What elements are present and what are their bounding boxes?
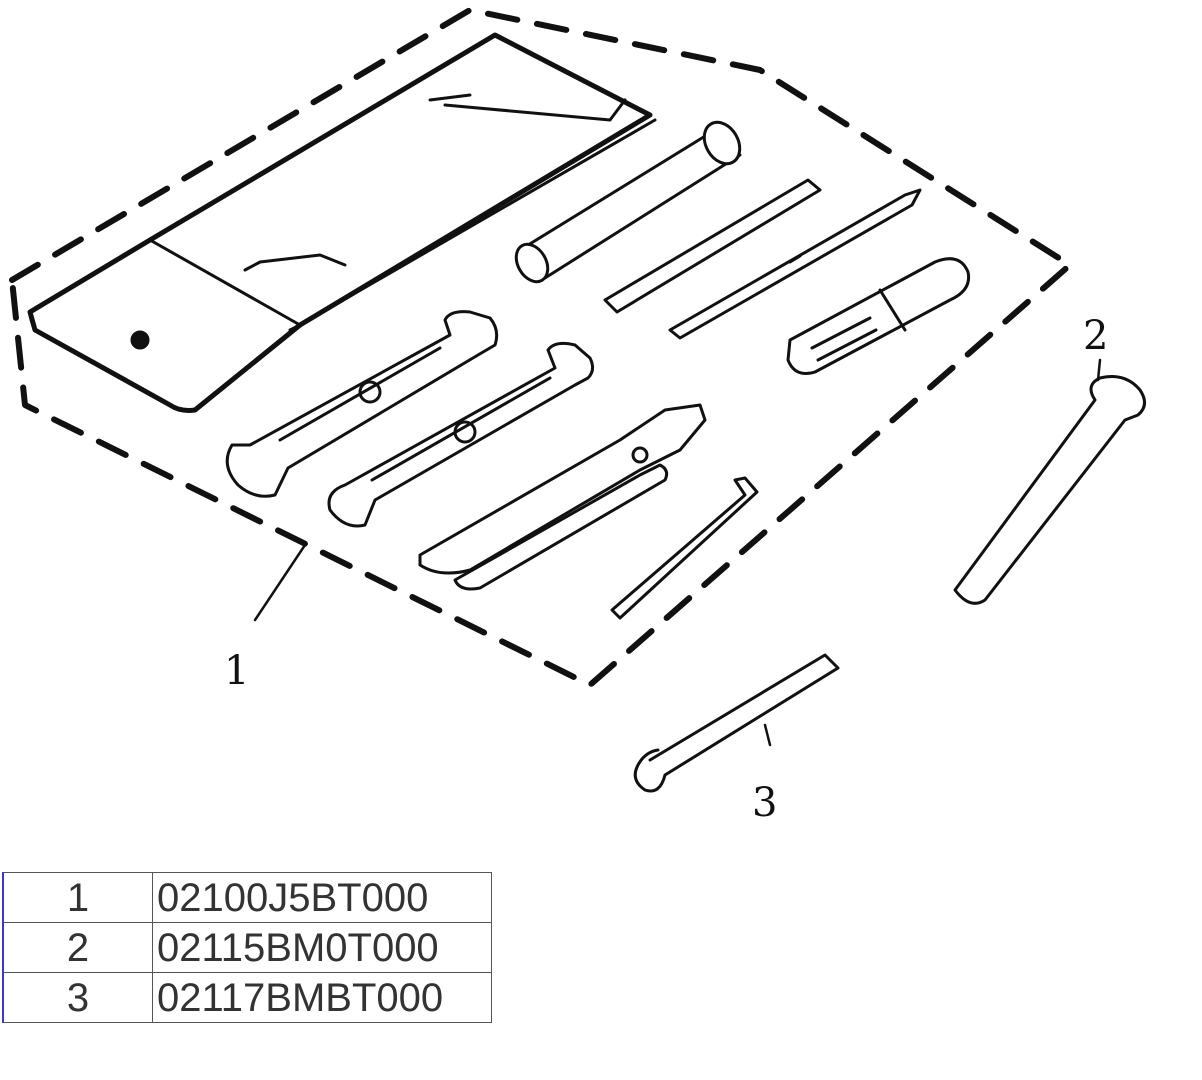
- table-row: 3 02117BMBT000: [2, 972, 492, 1023]
- tool-kit-illustration: [9, 7, 1146, 793]
- part-code-cell: 02115BM0T000: [152, 922, 492, 973]
- pliers-icon: [418, 403, 707, 591]
- part-number-cell: 2: [2, 922, 153, 973]
- hex-key-icon: [610, 476, 759, 620]
- kit-boundary-dashed: [9, 7, 1073, 688]
- callout-2: 2: [1083, 313, 1109, 359]
- leader-line-1: [253, 543, 307, 622]
- part-number-cell: 1: [2, 872, 153, 923]
- callout-3: 3: [752, 780, 778, 826]
- part-code-cell: 02117BMBT000: [152, 972, 492, 1023]
- open-end-wrench-icon: [225, 310, 499, 498]
- screwdriver-bit-icon: [668, 188, 922, 340]
- table-row: 2 02115BM0T000: [2, 922, 492, 973]
- socket-tube-icon: [514, 120, 742, 284]
- table-row: 1 02100J5BT000: [2, 872, 492, 923]
- spanner-icon: [953, 358, 1146, 605]
- part-number-cell: 3: [2, 972, 153, 1023]
- open-end-wrench-icon: [327, 341, 595, 528]
- tommy-bar-icon: [603, 178, 822, 314]
- screwdriver-handle-icon: [786, 257, 971, 375]
- part-code-cell: 02100J5BT000: [152, 872, 492, 923]
- callout-1: 1: [224, 648, 250, 694]
- parts-table: 1 02100J5BT000 2 02115BM0T000 3 02117BMB…: [2, 872, 492, 1023]
- tool-bag-icon: [27, 32, 657, 413]
- hook-wrench-icon: [633, 653, 840, 793]
